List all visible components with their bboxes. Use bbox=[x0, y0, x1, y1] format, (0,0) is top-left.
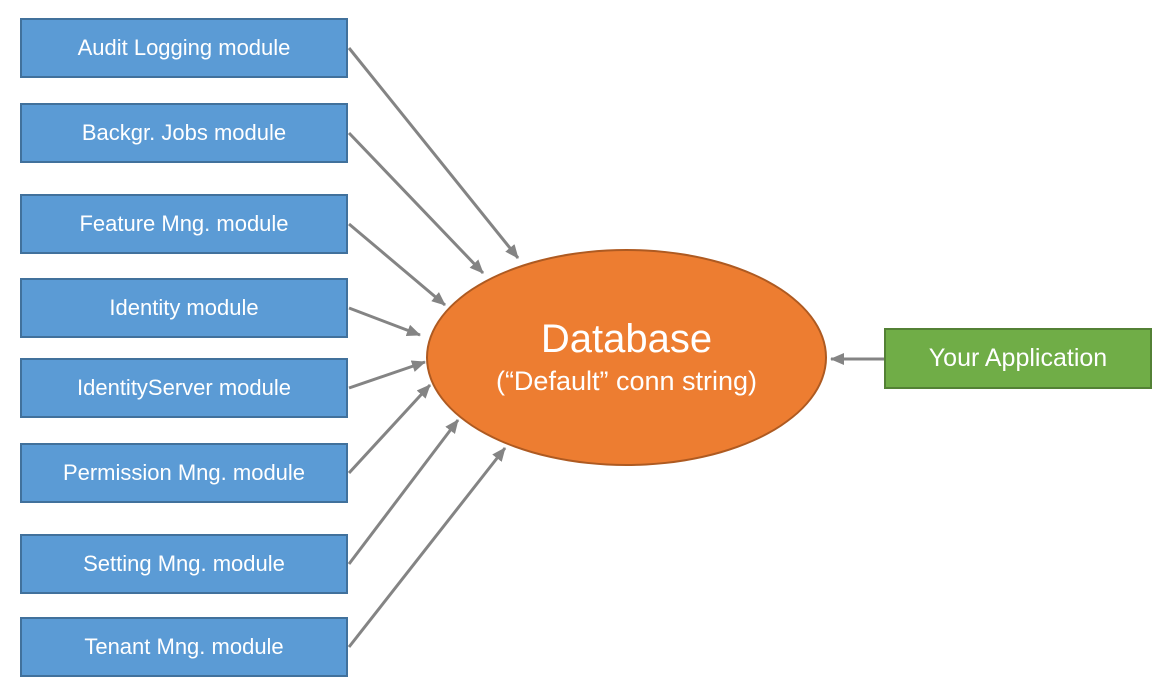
database-title: Database bbox=[540, 317, 713, 362]
module-label: IdentityServer module bbox=[77, 375, 291, 400]
module-label: Setting Mng. module bbox=[83, 551, 285, 576]
module-box-identity: Identity module bbox=[20, 278, 348, 338]
arrow-audit-logging-to-database bbox=[347, 47, 520, 259]
arrow-setting-mng-to-database bbox=[347, 419, 460, 565]
module-box-permission-mng: Permission Mng. module bbox=[20, 443, 348, 503]
module-label: Tenant Mng. module bbox=[84, 634, 284, 659]
module-label: Identity module bbox=[109, 295, 259, 320]
module-label: Permission Mng. module bbox=[62, 460, 306, 485]
application-label: Your Application bbox=[928, 344, 1108, 372]
module-label: Audit Logging module bbox=[77, 35, 291, 60]
arrow-feature-mng-to-database bbox=[348, 222, 446, 307]
module-box-tenant-mng: Tenant Mng. module bbox=[20, 617, 348, 677]
arrow-tenant-mng-to-database bbox=[347, 447, 507, 648]
module-label: Feature Mng. module bbox=[79, 211, 289, 236]
arrow-permission-mng-to-database bbox=[347, 383, 432, 475]
module-box-audit-logging: Audit Logging module bbox=[20, 18, 348, 78]
module-box-backgr-jobs: Backgr. Jobs module bbox=[20, 103, 348, 163]
your-application-box: Your Application bbox=[884, 328, 1152, 389]
arrow-backgr-jobs-to-database bbox=[347, 131, 485, 275]
module-box-setting-mng: Setting Mng. module bbox=[20, 534, 348, 594]
arrow-identity-to-database bbox=[348, 306, 421, 337]
arrow-identityserver-to-database bbox=[348, 360, 426, 390]
module-label: Backgr. Jobs module bbox=[81, 120, 287, 145]
module-box-identityserver: IdentityServer module bbox=[20, 358, 348, 418]
module-box-feature-mng: Feature Mng. module bbox=[20, 194, 348, 254]
database-subtitle: (“Default” conn string) bbox=[495, 366, 758, 397]
database-ellipse: Database (“Default” conn string) bbox=[426, 249, 827, 466]
